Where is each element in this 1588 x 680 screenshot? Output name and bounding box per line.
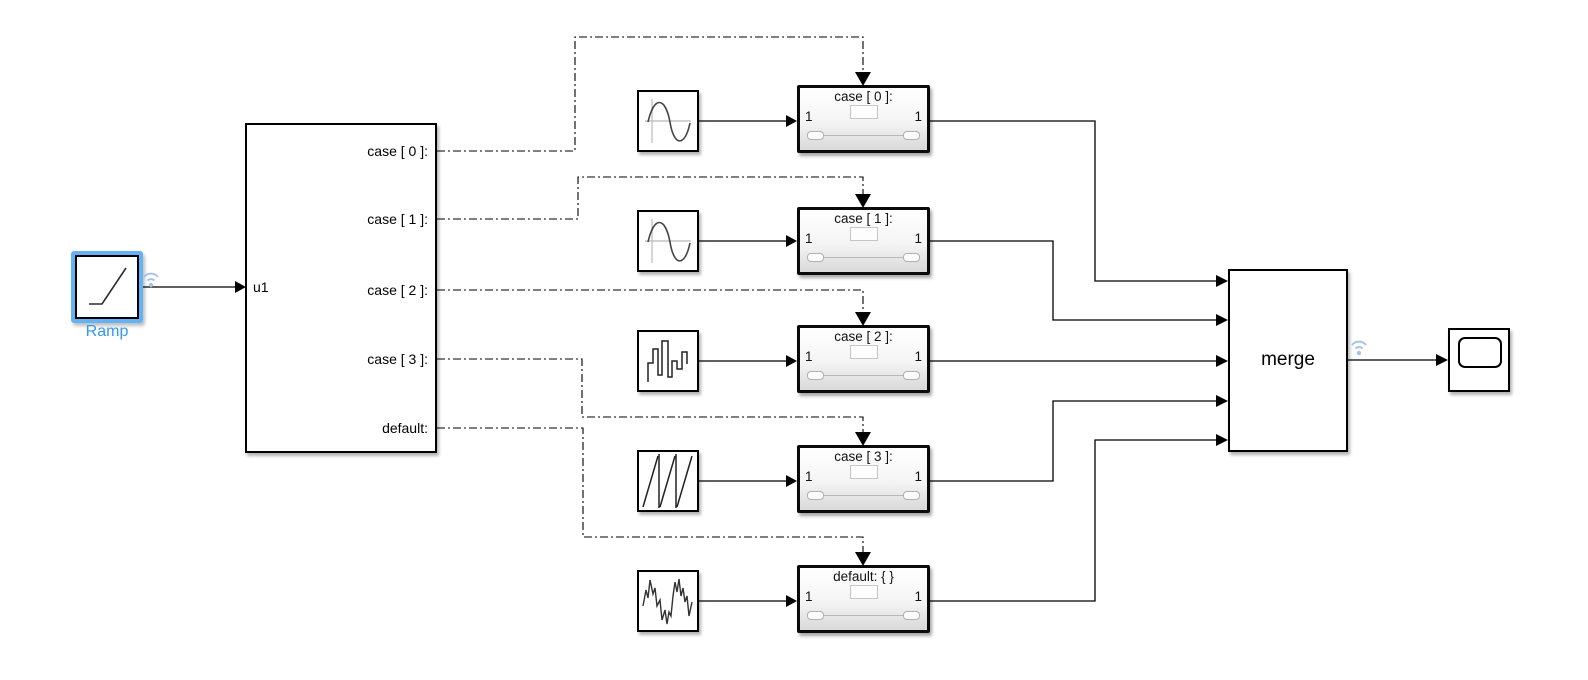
action-wire-default[interactable] — [437, 427, 864, 552]
trigger-arrow-case2 — [855, 312, 871, 326]
switch-case-port-case3: case [ 3 ]: — [367, 351, 428, 367]
subsystem-title: case [ 1 ]: — [834, 211, 893, 226]
sawtooth-source-block[interactable] — [637, 450, 699, 512]
arrowhead-into-case1 — [786, 235, 797, 247]
action-subsystem-case2[interactable]: case [ 2 ]: 1 1 — [797, 325, 930, 393]
signal-logging-badge-icon[interactable] — [141, 268, 161, 292]
subsystem-preview-inport-icon — [807, 131, 824, 140]
arrowhead-merge-in1 — [1216, 275, 1228, 287]
arrowhead-merge-in2 — [1216, 314, 1228, 326]
signal-logging-badge-icon[interactable] — [1349, 336, 1369, 360]
random-stair-source-block[interactable] — [637, 330, 699, 392]
action-port-rect — [850, 345, 878, 359]
random-stair-icon — [647, 340, 688, 382]
switch-case-input-port-label: u1 — [253, 279, 269, 295]
switch-case-port-case1: case [ 1 ]: — [367, 211, 428, 227]
subsystem-outport-label: 1 — [914, 589, 922, 604]
action-subsystem-default[interactable]: default: { } 1 1 — [797, 565, 930, 633]
ramp-block-label: Ramp — [85, 323, 129, 340]
action-subsystem-case1[interactable]: case [ 1 ]: 1 1 — [797, 207, 930, 275]
switch-case-port-case2: case [ 2 ]: — [367, 282, 428, 298]
ramp-icon — [89, 267, 127, 305]
subsystem-outport-label: 1 — [914, 349, 922, 364]
subsystem-outport-label: 1 — [914, 231, 922, 246]
subsystem-preview-outport-icon — [903, 131, 920, 140]
arrowhead-into-case2 — [786, 355, 797, 367]
subsystem-preview-inport-icon — [807, 371, 824, 380]
subsystem-inport-label: 1 — [805, 469, 813, 484]
action-wire-case2[interactable] — [437, 289, 864, 312]
subsystem-preview-outport-icon — [903, 253, 920, 262]
action-port-rect — [850, 227, 878, 241]
switch-case-port-case0: case [ 0 ]: — [367, 143, 428, 159]
switch-case-block[interactable]: u1 case [ 0 ]: case [ 1 ]: case [ 2 ]: c… — [245, 123, 437, 453]
wire-default-to-merge[interactable] — [930, 439, 1216, 602]
merge-block-label: merge — [1261, 349, 1315, 370]
noise-source-block[interactable] — [637, 570, 699, 632]
subsystem-preview-wire — [814, 135, 913, 136]
action-subsystem-case3[interactable]: case [ 3 ]: 1 1 — [797, 445, 930, 513]
subsystem-title: default: { } — [833, 569, 894, 584]
subsystem-preview-wire — [814, 495, 913, 496]
subsystem-outport-label: 1 — [914, 469, 922, 484]
sine-wave-icon — [645, 99, 691, 143]
subsystem-preview-inport-icon — [807, 611, 824, 620]
subsystem-inport-label: 1 — [805, 231, 813, 246]
subsystem-preview-outport-icon — [903, 611, 920, 620]
subsystem-preview-inport-icon — [807, 253, 824, 262]
sine-wave-source-block-1[interactable] — [637, 90, 699, 152]
arrowhead-into-scope — [1436, 354, 1448, 366]
trigger-arrow-case0 — [855, 72, 871, 86]
subsystem-preview-outport-icon — [903, 491, 920, 500]
arrowhead-into-switchcase — [235, 281, 246, 293]
arrowhead-merge-in3 — [1216, 355, 1228, 367]
sine-wave-source-block-2[interactable] — [637, 210, 699, 272]
sawtooth-icon — [642, 454, 693, 508]
noise-wave-icon — [642, 578, 693, 625]
action-port-rect — [850, 465, 878, 479]
subsystem-title: case [ 2 ]: — [834, 329, 893, 344]
subsystem-preview-inport-icon — [807, 491, 824, 500]
subsystem-inport-label: 1 — [805, 589, 813, 604]
trigger-arrow-case3 — [855, 432, 871, 446]
wire-case0-to-merge[interactable] — [930, 120, 1216, 282]
switch-case-port-default: default: — [382, 420, 428, 436]
subsystem-inport-label: 1 — [805, 109, 813, 124]
wire-case3-to-merge[interactable] — [930, 400, 1216, 482]
trigger-arrow-default — [855, 552, 871, 566]
scope-block[interactable] — [1448, 328, 1510, 392]
subsystem-title: case [ 0 ]: — [834, 89, 893, 104]
subsystem-preview-outport-icon — [903, 371, 920, 380]
merge-block[interactable]: merge — [1228, 269, 1348, 452]
subsystem-inport-label: 1 — [805, 349, 813, 364]
arrowhead-merge-in5 — [1216, 434, 1228, 446]
trigger-arrow-case1 — [855, 194, 871, 208]
subsystem-preview-wire — [814, 375, 913, 376]
sine-wave-icon — [645, 219, 691, 263]
action-wire-case0[interactable] — [437, 36, 864, 152]
arrowhead-into-default — [786, 595, 797, 607]
wire-case1-to-merge[interactable] — [930, 240, 1216, 321]
subsystem-preview-wire — [814, 257, 913, 258]
arrowhead-into-case3 — [786, 475, 797, 487]
subsystem-title: case [ 3 ]: — [834, 449, 893, 464]
action-wire-case1[interactable] — [437, 176, 864, 220]
action-port-rect — [850, 105, 878, 119]
action-subsystem-case0[interactable]: case [ 0 ]: 1 1 — [797, 85, 930, 153]
arrowhead-merge-in4 — [1216, 395, 1228, 407]
subsystem-preview-wire — [814, 615, 913, 616]
ramp-block[interactable] — [71, 251, 143, 323]
subsystem-outport-label: 1 — [914, 109, 922, 124]
action-wire-case3[interactable] — [437, 358, 864, 432]
action-port-rect — [850, 585, 878, 599]
scope-screen-icon — [1458, 337, 1502, 368]
arrowhead-into-case0 — [786, 115, 797, 127]
